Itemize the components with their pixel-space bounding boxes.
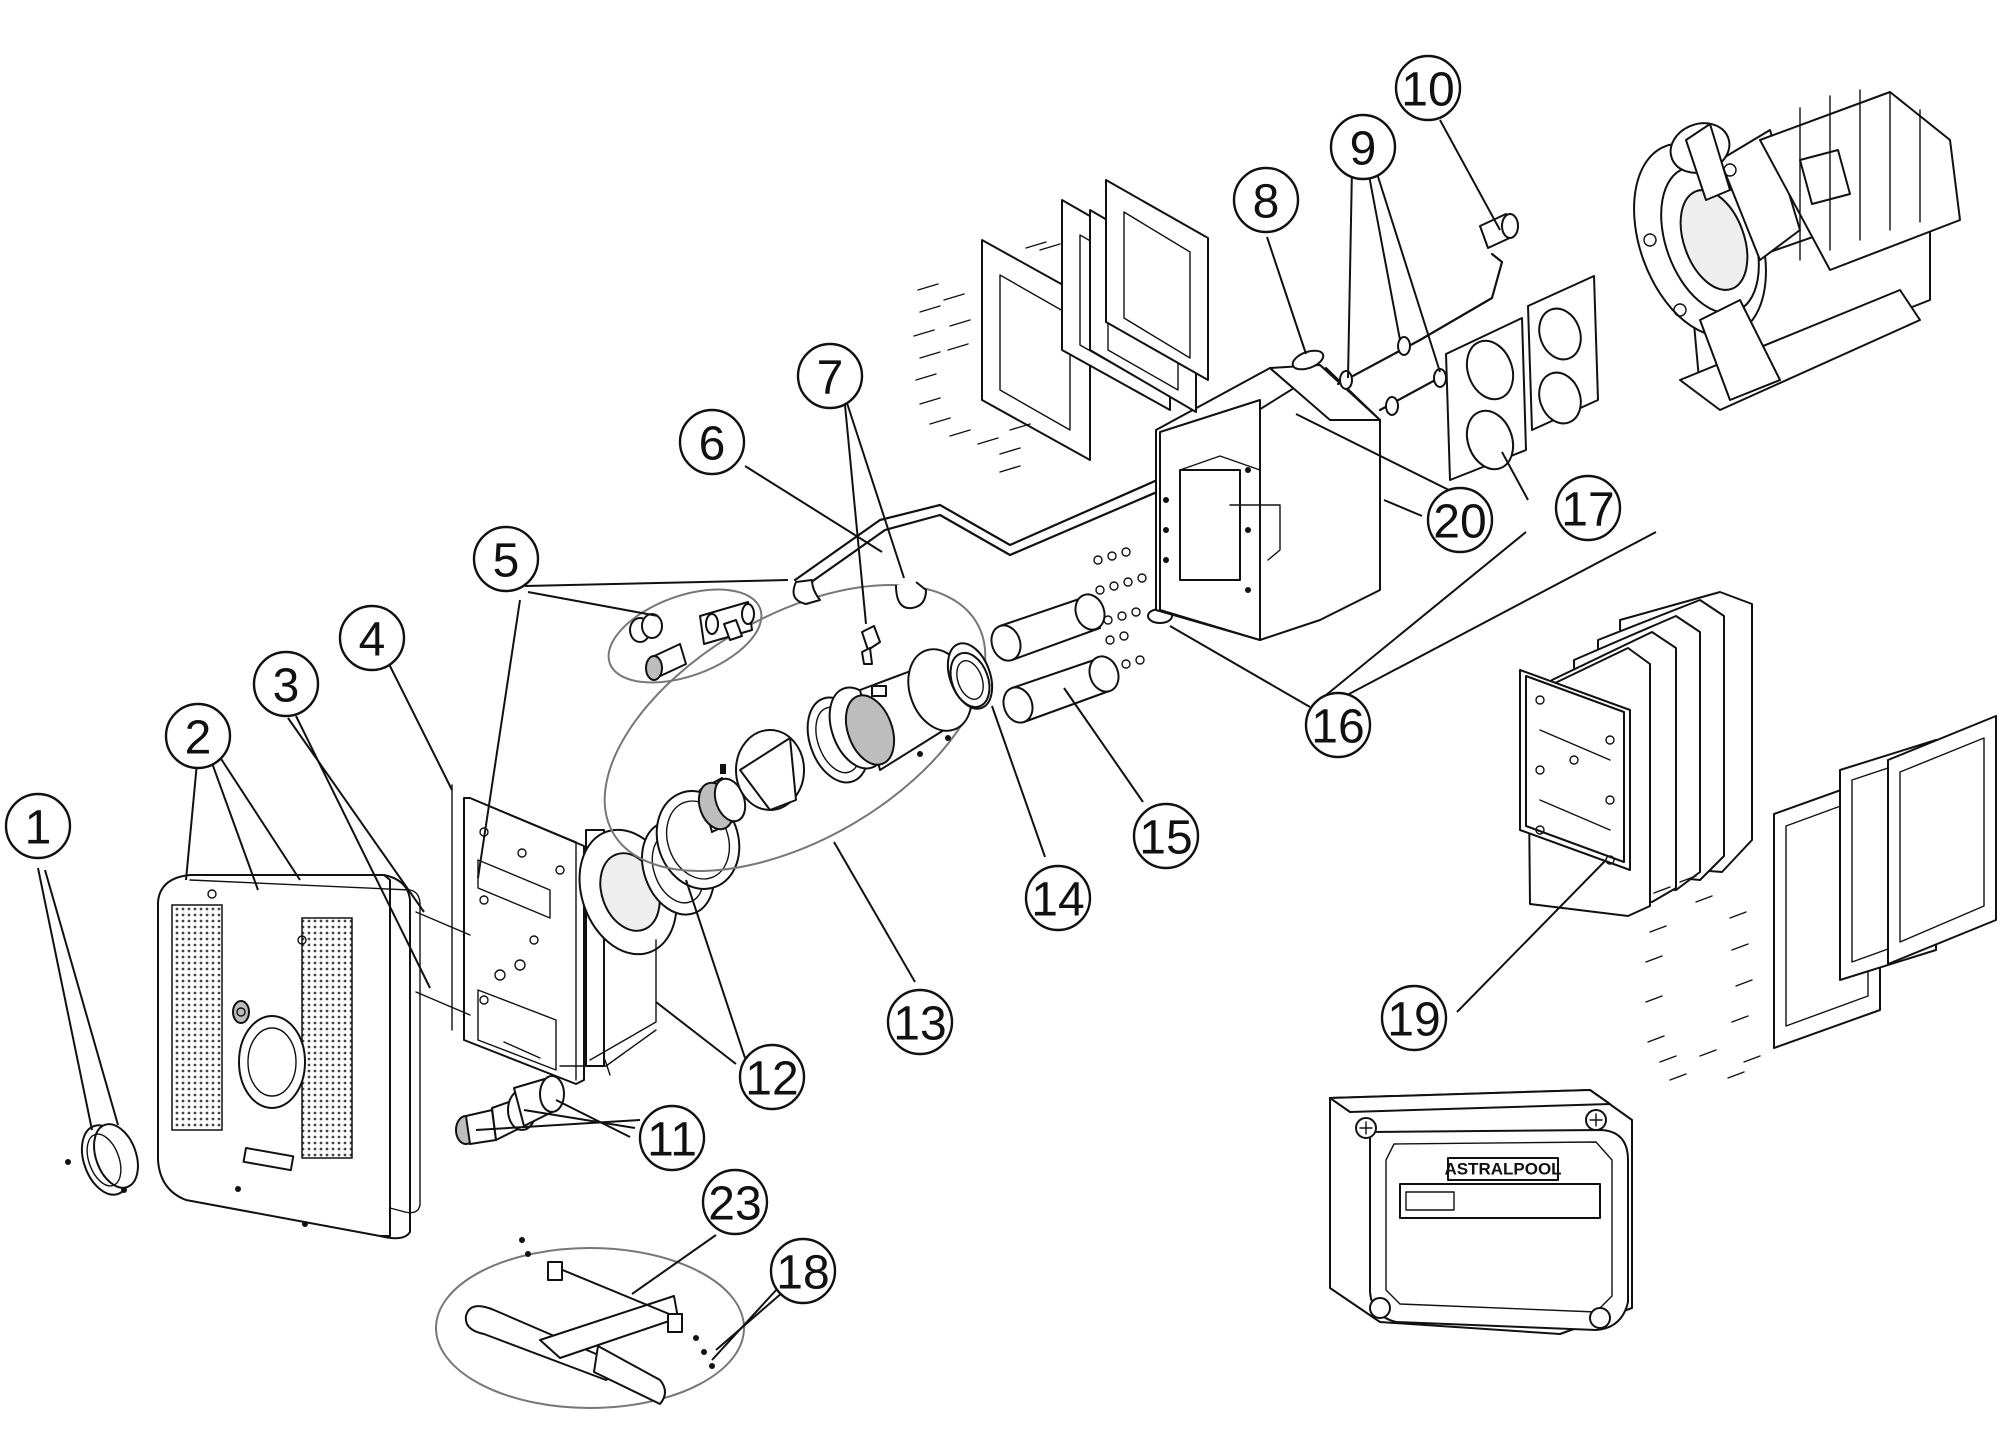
control-box: ASTRALPOOL bbox=[1329, 1089, 1633, 1335]
screws-right bbox=[1645, 875, 1761, 1081]
callout-label-10: 10 bbox=[1401, 64, 1454, 117]
callout-8: 8 bbox=[1232, 166, 1300, 234]
part-1-ring bbox=[65, 1123, 139, 1196]
callout-label-16: 16 bbox=[1311, 701, 1364, 754]
callout-18: 18 bbox=[769, 1237, 837, 1305]
callout-5: 5 bbox=[472, 525, 540, 593]
part-4-mounting-plate bbox=[415, 784, 585, 1085]
part-15-pipes bbox=[990, 593, 1120, 724]
part-2-front-cover bbox=[157, 874, 411, 1240]
callout-23: 23 bbox=[701, 1168, 769, 1236]
callout-15: 15 bbox=[1132, 802, 1200, 870]
brand-label: ASTRALPOOL bbox=[1444, 1160, 1561, 1179]
callout-label-5: 5 bbox=[493, 535, 520, 588]
callout-17: 17 bbox=[1554, 474, 1622, 542]
gasket-plates-top bbox=[981, 179, 1209, 461]
motor-pump bbox=[1633, 89, 1961, 411]
callout-12: 12 bbox=[738, 1043, 806, 1111]
callout-label-19: 19 bbox=[1387, 994, 1440, 1047]
callout-4: 4 bbox=[338, 604, 406, 672]
part-17-connector bbox=[1445, 275, 1599, 481]
callout-11: 11 bbox=[638, 1104, 706, 1172]
part-6-tube bbox=[793, 468, 1187, 592]
callout-label-14: 14 bbox=[1031, 874, 1084, 927]
callout-2: 2 bbox=[164, 702, 232, 770]
part-20-niche-box bbox=[1155, 364, 1381, 641]
part-2-gasket bbox=[189, 879, 421, 1214]
screws-top bbox=[913, 241, 1061, 473]
part-23-handle-assembly bbox=[435, 1237, 745, 1409]
callout-label-9: 9 bbox=[1350, 123, 1377, 176]
callout-14: 14 bbox=[1024, 864, 1092, 932]
part-14-oring bbox=[949, 651, 991, 709]
leader-lines bbox=[37, 119, 1657, 1361]
part-12-flange bbox=[559, 790, 741, 1076]
callout-label-17: 17 bbox=[1561, 484, 1614, 537]
part-10-bracket bbox=[1418, 213, 1519, 342]
callout-3: 3 bbox=[252, 650, 320, 718]
callout-label-8: 8 bbox=[1253, 176, 1280, 229]
callout-label-4: 4 bbox=[359, 614, 386, 667]
callout-1: 1 bbox=[4, 792, 72, 860]
part-19-gaskets bbox=[1773, 715, 1997, 1049]
part-11-nozzle bbox=[455, 1075, 565, 1145]
callout-label-20: 20 bbox=[1433, 496, 1486, 549]
callout-label-7: 7 bbox=[817, 352, 844, 405]
callout-label-18: 18 bbox=[776, 1247, 829, 1300]
callout-6: 6 bbox=[678, 408, 746, 476]
callout-19: 19 bbox=[1380, 984, 1448, 1052]
part-7-hose-fittings bbox=[792, 579, 927, 665]
callout-label-2: 2 bbox=[185, 712, 212, 765]
callout-label-11: 11 bbox=[647, 1114, 697, 1167]
callout-10: 10 bbox=[1394, 54, 1462, 122]
callout-9: 9 bbox=[1329, 113, 1397, 181]
part-19-bellows bbox=[1519, 591, 1753, 917]
callout-label-15: 15 bbox=[1139, 812, 1192, 865]
callout-7: 7 bbox=[796, 342, 864, 410]
callout-label-3: 3 bbox=[273, 660, 300, 713]
part-5-fittings bbox=[607, 588, 763, 684]
callout-label-23: 23 bbox=[708, 1178, 761, 1231]
callout-label-6: 6 bbox=[699, 418, 726, 471]
callout-label-12: 12 bbox=[745, 1053, 798, 1106]
callout-13: 13 bbox=[886, 988, 954, 1056]
callout-16: 16 bbox=[1304, 691, 1372, 759]
callout-20: 20 bbox=[1426, 486, 1494, 554]
callout-label-13: 13 bbox=[893, 998, 946, 1051]
callout-label-1: 1 bbox=[25, 802, 52, 855]
part-16-nuts bbox=[1093, 547, 1173, 669]
